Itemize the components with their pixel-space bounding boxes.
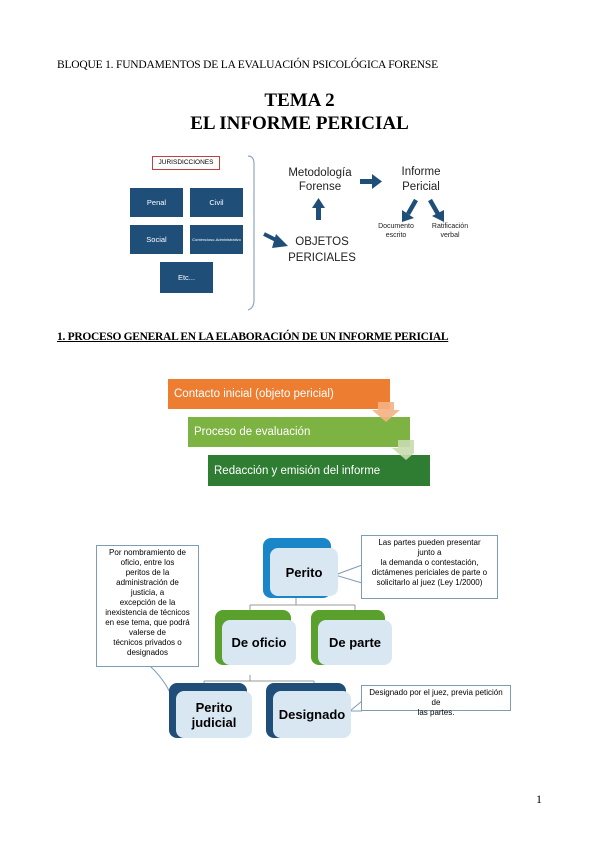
perito-node: Perito	[270, 548, 338, 596]
process-step-contacto: Contacto inicial (objeto pericial)	[168, 379, 390, 409]
jurisdiccion-penal-box: Penal	[130, 188, 183, 217]
objetos-periciales-label: OBJETOS PERICIALES	[282, 234, 362, 266]
callout-left-line: administración de	[116, 578, 179, 587]
informe-line2: Pericial	[402, 181, 440, 193]
perito-judicial-line1: Perito	[195, 699, 233, 715]
callout-right-top-line: la demanda o contestación,	[380, 558, 479, 567]
callout-de-parte: Las partes pueden presentar junto a la d…	[361, 535, 498, 599]
callout-right-top-line: solicitarlo al juez (Ley 1/2000)	[376, 578, 483, 587]
document-title-line2: EL INFORME PERICIAL	[190, 113, 409, 134]
arrow-ratificacion-head-icon	[432, 210, 444, 222]
callout-left-line: valerse de	[129, 628, 166, 637]
documento-line2: escrito	[385, 232, 407, 239]
process-chevrons	[372, 402, 414, 460]
informe-line1: Informe	[401, 166, 441, 178]
ratificacion-line1: Ratificación	[431, 223, 469, 230]
jurisdiccion-civil-box: Civil	[190, 188, 243, 217]
document-title-line1: TEMA 2	[264, 90, 335, 111]
arrow-ratificacion-shaft-icon	[428, 198, 440, 216]
callout-left-line: excepción de la	[119, 598, 176, 607]
callout-left-line: oficio, entre los	[120, 558, 175, 567]
arrow-documento-shaft-icon	[406, 198, 418, 216]
callout-de-oficio: Por nombramiento de oficio, entre los pe…	[96, 545, 199, 667]
process-step-evaluacion: Proceso de evaluación	[188, 417, 410, 447]
documento-escrito-label: Documento escrito	[368, 222, 424, 240]
de-oficio-node: De oficio	[222, 620, 296, 665]
ratificacion-line2: verbal	[440, 232, 460, 239]
callout-designado: Designado por el juez, previa petición d…	[361, 685, 511, 717]
arrow-up-shaft-icon	[316, 206, 321, 220]
page-number: 1	[536, 792, 542, 806]
callout-left-line: en ese tema, que podrá	[105, 618, 190, 627]
documento-line1: Documento	[378, 223, 414, 230]
de-parte-node: De parte	[318, 620, 392, 665]
callout-left-line: inexistencia de técnicos	[105, 608, 190, 617]
designado-node: Designado	[273, 691, 351, 738]
callout-right-bottom-line: Designado por el juez, previa petición d…	[369, 688, 503, 707]
process-step-redaccion: Redacción y emisión del informe	[208, 455, 430, 486]
section-1-title: 1. PROCESO GENERAL EN LA ELABORACIÓN DE …	[57, 331, 449, 343]
jurisdiccion-social-box: Social	[130, 225, 183, 254]
callout-right-top-line: dictámenes periciales de parte o	[371, 568, 488, 577]
jurisdiccion-contencioso-box: Contencioso-Administrativo	[190, 225, 243, 254]
ratificacion-verbal-label: Ratificación verbal	[422, 222, 478, 240]
arrow-documento-head-icon	[402, 210, 414, 222]
diagram1-arrows	[247, 155, 444, 311]
objetos-line1: OBJETOS	[295, 236, 349, 248]
tree-line-bottom	[203, 675, 315, 687]
callout-right-top-line: Las partes pueden presentar	[378, 538, 481, 547]
objetos-line2: PERICIALES	[288, 252, 356, 264]
callout-right-bottom-line: las partes.	[417, 708, 455, 717]
document-header: BLOQUE 1. FUNDAMENTOS DE LA EVALUACIÓN P…	[57, 59, 438, 71]
callout-right-top-line: junto a	[417, 548, 442, 557]
jurisdiccion-etc-box: Etc...	[160, 262, 213, 293]
metodologia-forense-label: Metodología Forense	[282, 166, 358, 194]
chevron-down-icon	[372, 402, 400, 422]
chevron-down-icon	[392, 440, 414, 460]
callout-right-top-tail	[333, 564, 363, 584]
callout-left-line: justicia, a	[130, 588, 165, 597]
tree-line-top	[249, 597, 356, 611]
perito-judicial-node: Perito judicial	[176, 691, 252, 738]
metodologia-line2: Forense	[298, 181, 342, 193]
informe-pericial-label: Informe Pericial	[386, 165, 456, 195]
perito-judicial-line2: judicial	[191, 714, 237, 730]
callout-left-line: designados	[127, 648, 168, 657]
callout-left-line: Por nombramiento de	[109, 548, 186, 557]
arrow-to-objetos-head-icon	[272, 234, 288, 248]
jurisdicciones-label: JURISDICCIONES	[152, 156, 220, 170]
arrow-right-head-icon	[372, 174, 382, 189]
metodologia-line1: Metodología	[288, 167, 352, 179]
bracket-line	[247, 155, 255, 311]
callout-left-line: técnicos privados o	[113, 638, 182, 647]
arrow-right-shaft-icon	[360, 179, 374, 184]
arrow-up-head-icon	[312, 198, 325, 208]
callout-left-line: peritos de la	[125, 568, 170, 577]
